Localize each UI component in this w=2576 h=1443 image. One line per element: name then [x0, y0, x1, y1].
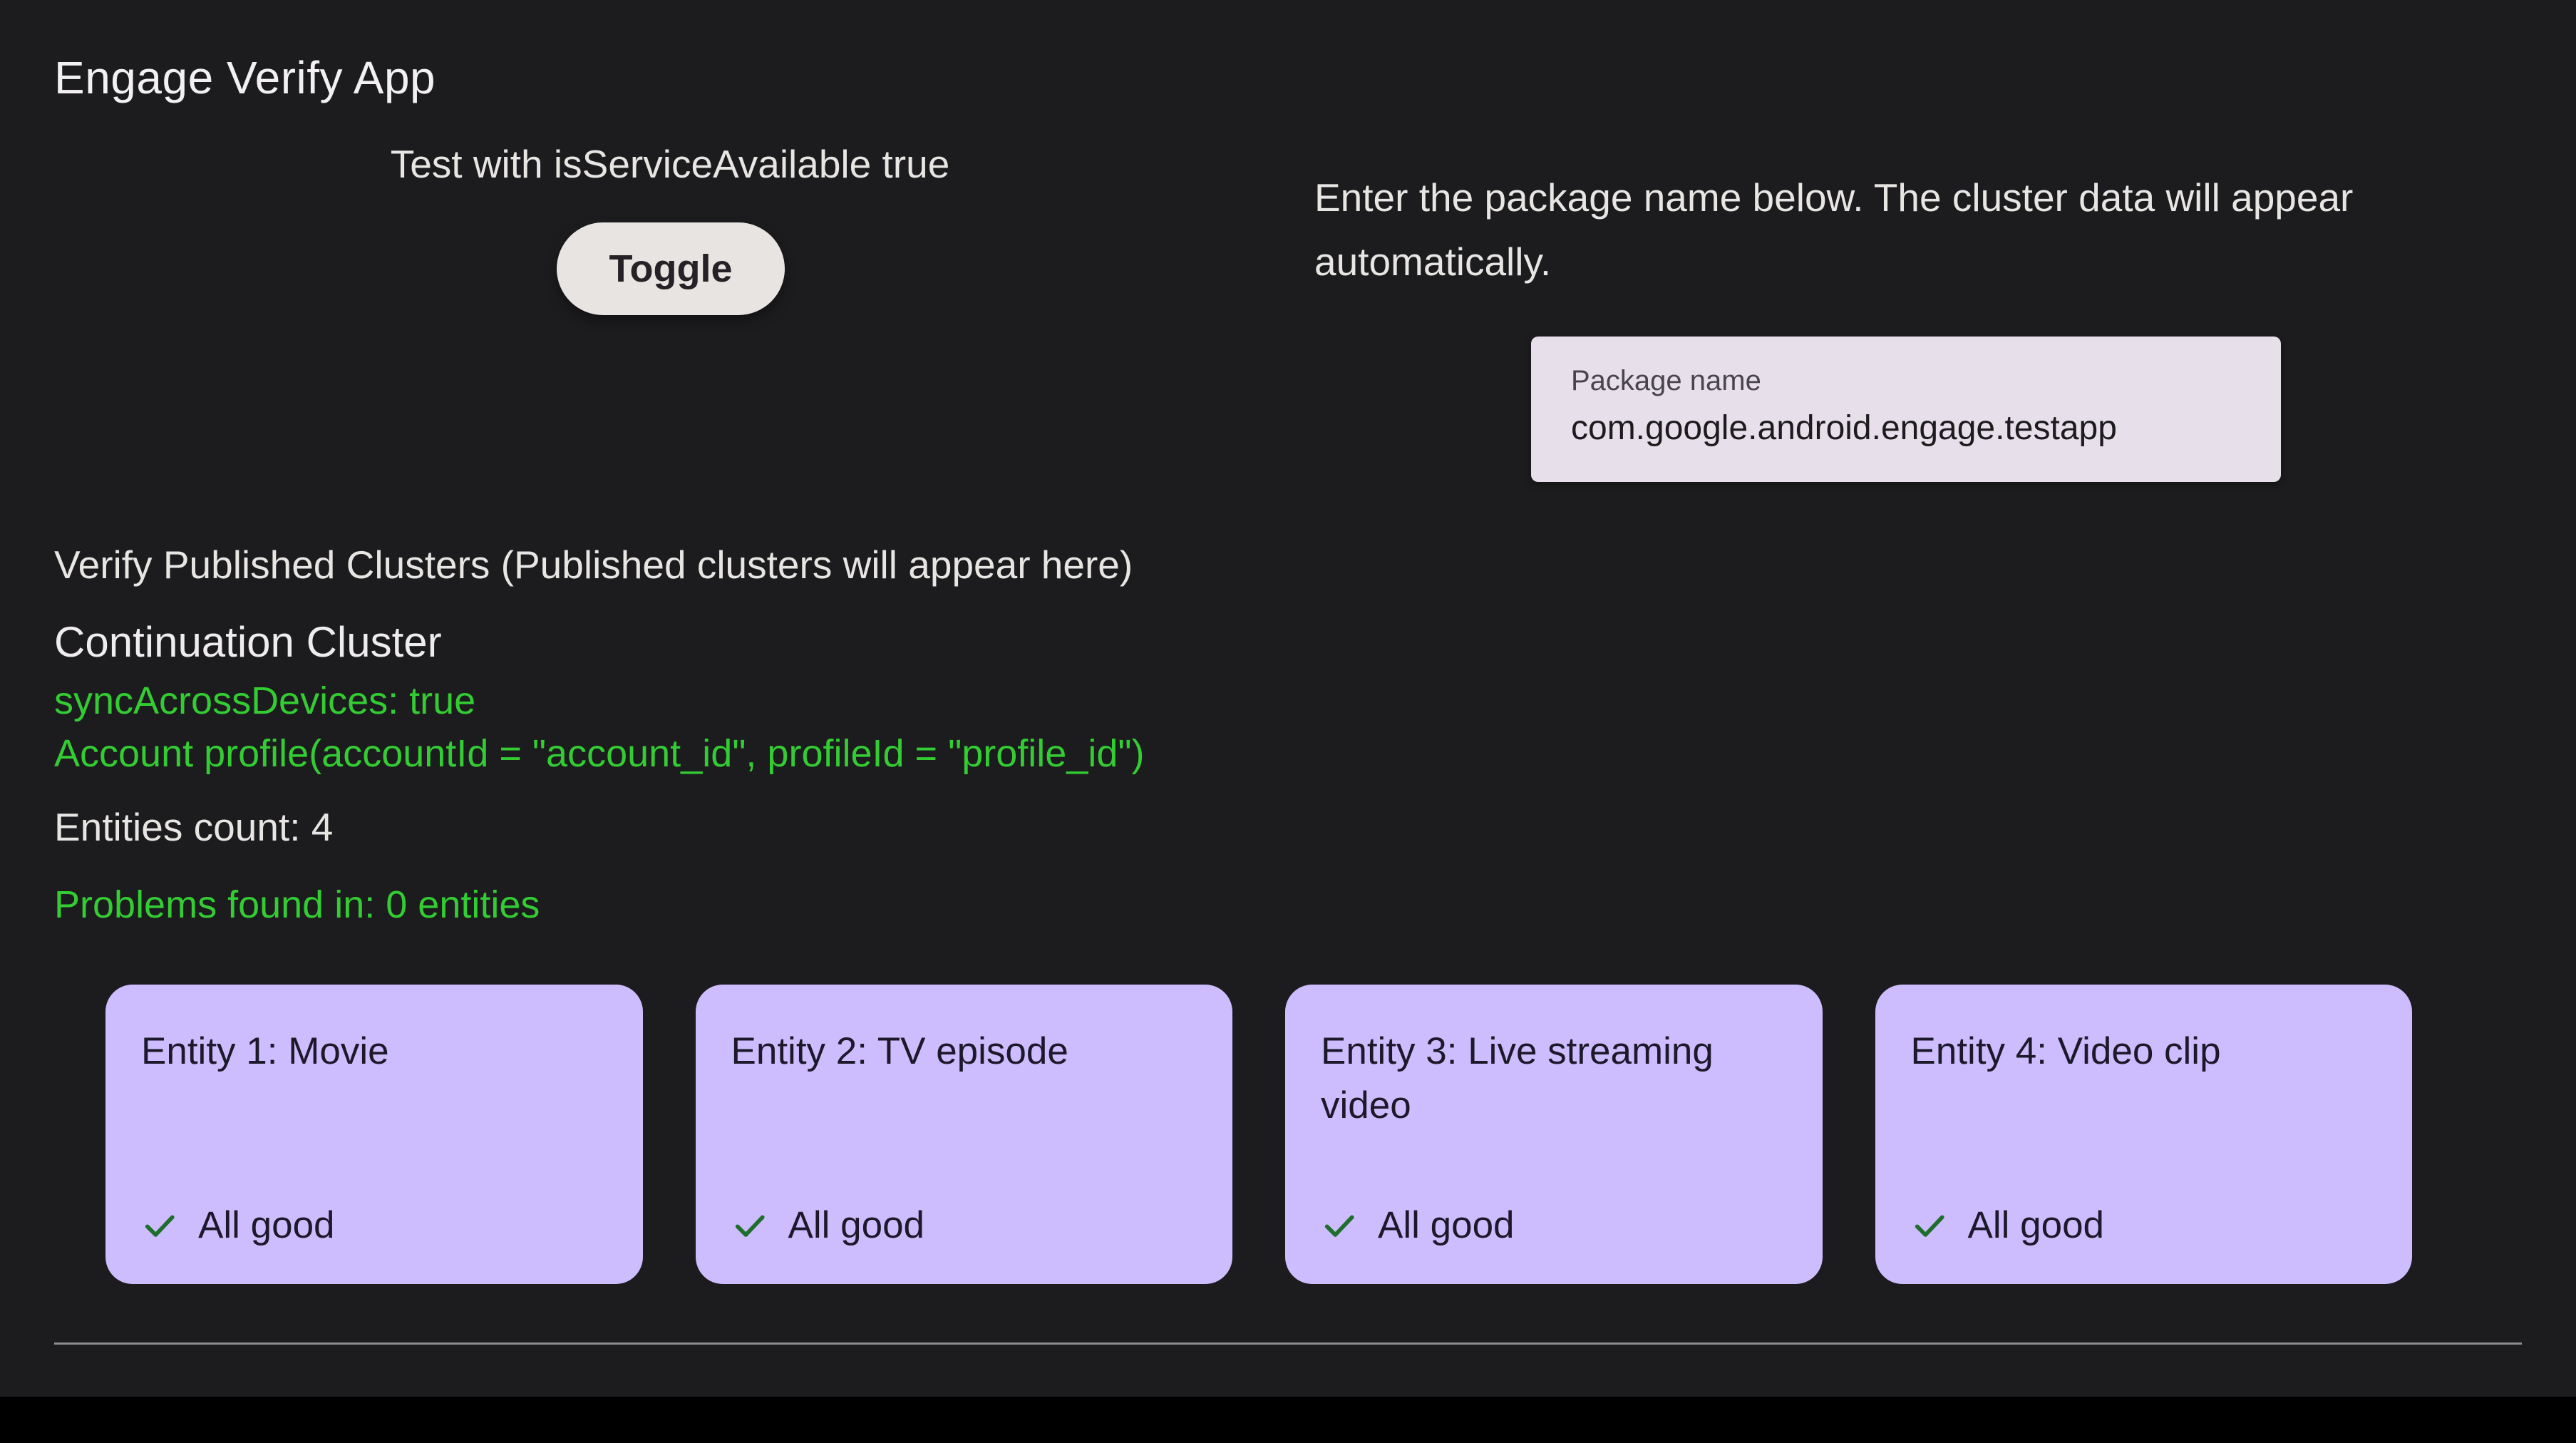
- toggle-button[interactable]: Toggle: [557, 222, 785, 315]
- check-icon: [731, 1207, 768, 1244]
- entity-status-label: All good: [788, 1204, 925, 1246]
- entity-card-2: Entity 2: TV episode All good: [695, 985, 1232, 1284]
- entity-cards-row: Entity 1: Movie All good Entity 2: TV ep…: [105, 985, 2412, 1284]
- check-icon: [1911, 1207, 1948, 1244]
- problems-found-line: Problems found in: 0 entities: [54, 883, 540, 926]
- service-available-label: Test with isServiceAvailable true: [390, 142, 950, 186]
- entity-status-row: All good: [1911, 1203, 2377, 1247]
- check-icon: [141, 1207, 178, 1244]
- package-name-input[interactable]: [1571, 409, 2252, 448]
- entity-status-row: All good: [1321, 1203, 1787, 1247]
- continuation-cluster-title: Continuation Cluster: [54, 618, 442, 666]
- sync-across-devices-line: syncAcrossDevices: true: [54, 679, 476, 722]
- entity-card-title: Entity 1: Movie: [141, 1030, 389, 1072]
- account-profile-line: Account profile(accountId = "account_id"…: [54, 732, 1145, 775]
- app-title: Engage Verify App: [54, 52, 436, 103]
- verify-clusters-title: Verify Published Clusters (Published clu…: [54, 543, 1133, 587]
- divider: [54, 1342, 2522, 1345]
- entity-status-label: All good: [198, 1204, 335, 1246]
- package-name-field[interactable]: Package name: [1531, 337, 2281, 482]
- entity-card-1: Entity 1: Movie All good: [105, 985, 643, 1284]
- entity-card-3: Entity 3: Live streaming video All good: [1285, 985, 1823, 1284]
- check-icon: [1321, 1207, 1358, 1244]
- package-instructions: Enter the package name below. The cluste…: [1314, 175, 2354, 284]
- entity-card-title: Entity 3: Live streaming video: [1321, 1030, 1714, 1126]
- entity-card-title: Entity 2: TV episode: [731, 1030, 1068, 1072]
- entity-status-row: All good: [731, 1203, 1197, 1247]
- package-name-label: Package name: [1571, 365, 1761, 396]
- entity-card-4: Entity 4: Video clip All good: [1875, 985, 2412, 1284]
- entity-status-row: All good: [141, 1203, 607, 1247]
- entities-count: Entities count: 4: [54, 805, 334, 849]
- entity-status-label: All good: [1378, 1204, 1515, 1246]
- entity-status-label: All good: [1967, 1204, 2105, 1246]
- entity-card-title: Entity 4: Video clip: [1910, 1030, 2221, 1072]
- bottom-system-bar: [0, 1397, 2576, 1443]
- toggle-button-label: Toggle: [609, 247, 733, 290]
